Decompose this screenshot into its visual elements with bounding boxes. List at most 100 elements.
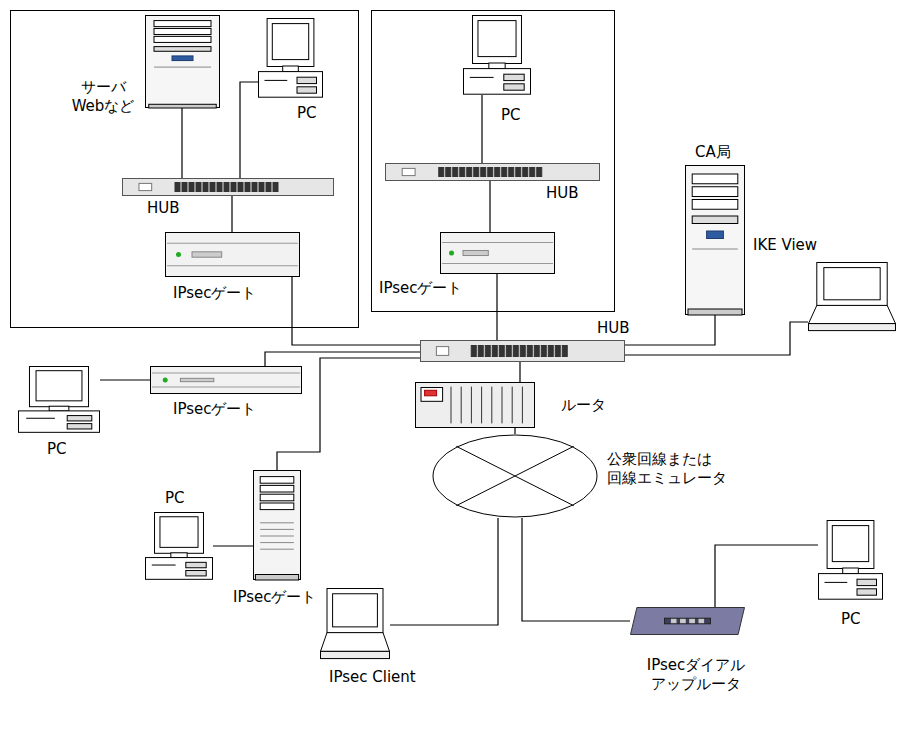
icon-part (688, 309, 742, 315)
pc-icon (258, 18, 323, 98)
icon-part (175, 183, 180, 192)
icon-part (442, 263, 553, 264)
icon-part (152, 373, 300, 374)
icon-part (154, 67, 211, 68)
network-cable (240, 82, 258, 178)
server-icon (685, 165, 745, 315)
icon-part (273, 183, 278, 192)
icon-part (489, 63, 505, 69)
icon-part (671, 619, 676, 622)
gate-device: IPsecゲート (165, 232, 300, 277)
icon-part (171, 553, 187, 558)
device-label: IPsecゲート (378, 279, 464, 298)
icon-part (456, 446, 573, 505)
gate-device: IPsecゲート (150, 366, 302, 394)
icon-part (154, 47, 211, 52)
hub-device: HUB (420, 340, 625, 362)
icon-part (321, 633, 390, 652)
icon-part (857, 589, 877, 595)
icon-part (460, 168, 465, 177)
icon-part (843, 568, 859, 574)
icon-part (36, 371, 82, 401)
icon-part (523, 168, 528, 177)
icon-part (446, 168, 451, 177)
icon-part (471, 387, 472, 424)
icon-part (203, 183, 208, 192)
hub-device: HUB (385, 163, 600, 181)
icon-part (297, 77, 317, 83)
site-enclosure (11, 11, 359, 328)
icon-part (817, 263, 887, 306)
icon-part (541, 346, 546, 357)
icon-part (259, 72, 323, 98)
icon-part (499, 346, 504, 357)
laptop-icon (808, 262, 896, 332)
icon-part (548, 346, 553, 357)
icon-part (686, 166, 745, 315)
network-cable (522, 518, 630, 621)
icon-part (825, 582, 848, 583)
icon-part (707, 231, 724, 239)
device-label: HUB (146, 199, 181, 218)
icon-part (26, 418, 55, 419)
icon-part (421, 341, 625, 362)
device-label: IPsecダイアル アップルータ (630, 656, 762, 694)
device-label: PC (164, 489, 186, 508)
icon-part (451, 387, 452, 424)
icon-part (260, 494, 294, 501)
icon-part (152, 565, 176, 566)
network-cable (715, 545, 818, 607)
tower-device: IPsecゲート (253, 470, 301, 580)
icon-part (504, 84, 524, 90)
icon-part (690, 619, 695, 622)
icon-part (333, 594, 378, 627)
icon-part (819, 574, 883, 600)
icon-part (512, 387, 513, 424)
icon-part (692, 187, 738, 197)
icon-part (463, 250, 488, 255)
device-label: PC (296, 104, 318, 123)
icon-part (827, 521, 874, 569)
icon-part (146, 558, 213, 580)
icon-part (167, 243, 298, 244)
cloud-icon (432, 434, 598, 518)
icon-part (502, 168, 507, 177)
icon-part (245, 183, 250, 192)
icon-part (231, 183, 236, 192)
icon-part (824, 268, 880, 300)
icon-part (146, 16, 220, 108)
icon-part (692, 216, 738, 224)
network-cable (100, 379, 150, 380)
pc-icon (18, 366, 100, 433)
icon-part (254, 471, 301, 580)
icon-part (123, 179, 334, 196)
device-label: IPsecゲート (232, 588, 318, 607)
network-cable (481, 95, 482, 163)
icon-part (699, 619, 704, 622)
device-label: IPsec Client (328, 668, 417, 687)
gate-icon (165, 232, 300, 277)
icon-part (809, 305, 896, 323)
device-label: PC (46, 440, 68, 459)
icon-part (464, 69, 531, 95)
status-led (449, 251, 454, 256)
icon-part (530, 168, 535, 177)
dialup-device: IPsecダイアル アップルータ (630, 607, 745, 635)
icon-part (152, 387, 300, 388)
icon-part (149, 104, 217, 108)
icon-part (439, 168, 444, 177)
network-cable (489, 181, 490, 232)
server-device: サーバ Webなど (145, 15, 220, 108)
icon-part (478, 346, 483, 357)
device-label: PC (840, 610, 862, 629)
pc-device: PC (258, 18, 323, 98)
icon-part (832, 526, 868, 562)
icon-part (665, 618, 711, 624)
icon-part (139, 183, 152, 190)
icon-part (151, 367, 302, 394)
icon-part (260, 529, 294, 530)
icon-part (456, 446, 573, 505)
laptop-device: IKE View (808, 262, 896, 332)
icon-part (166, 233, 300, 277)
icon-part (272, 24, 308, 60)
